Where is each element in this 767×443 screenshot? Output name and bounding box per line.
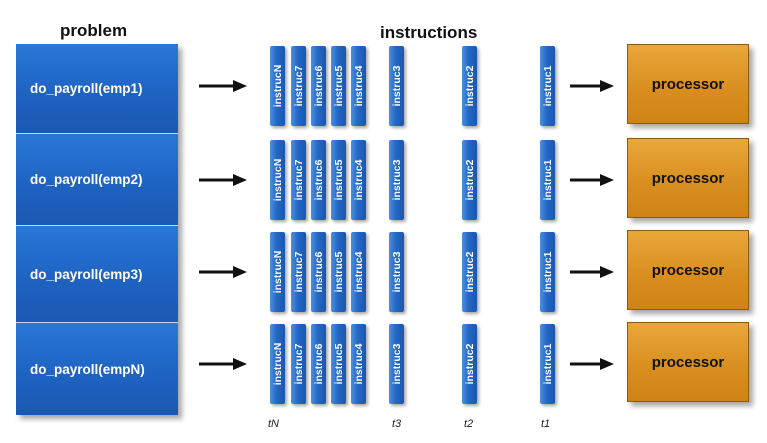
instruction-label: instruc4 <box>352 343 365 385</box>
instruction-label: instrucN <box>271 158 284 202</box>
instruction-label: instruc2 <box>463 65 476 107</box>
instruction-label: instruc3 <box>390 251 403 293</box>
problem-column: do_payroll(emp1) do_payroll(emp2) do_pay… <box>16 44 178 415</box>
instruction-label: instruc1 <box>541 251 554 293</box>
processor-box: processor <box>627 44 749 124</box>
instruction-block: instruc1 <box>540 46 555 126</box>
instruction-block: instruc6 <box>311 232 326 312</box>
instruction-block: instrucN <box>270 232 285 312</box>
instruction-label: instrucN <box>271 64 284 108</box>
instruction-block: instruc3 <box>389 324 404 404</box>
instruction-label: instruc6 <box>312 65 325 107</box>
output-arrow-3 <box>570 266 614 278</box>
time-label-t3: t3 <box>392 418 402 430</box>
input-arrow-4 <box>199 358 247 370</box>
instruction-label: instruc7 <box>292 65 305 107</box>
instruction-label: instruc6 <box>312 159 325 201</box>
instruction-block: instruc3 <box>389 140 404 220</box>
instruction-block: instruc4 <box>351 324 366 404</box>
instruction-block: instruc2 <box>462 140 477 220</box>
problem-row-3: do_payroll(emp3) <box>16 226 178 323</box>
instruction-label: instruc7 <box>292 251 305 293</box>
processor-box: processor <box>627 230 749 310</box>
problem-row-4: do_payroll(empN) <box>16 323 178 415</box>
instruction-label: instruc5 <box>332 65 345 107</box>
instruction-block: instruc5 <box>331 232 346 312</box>
instruction-label: instruc3 <box>390 343 403 385</box>
processor-box: processor <box>627 138 749 218</box>
problem-label-3: do_payroll(emp3) <box>30 266 143 282</box>
problem-row-1: do_payroll(emp1) <box>16 44 178 134</box>
instruction-block: instruc6 <box>311 324 326 404</box>
instructions-header: instructions <box>380 23 478 42</box>
instruction-label: instruc5 <box>332 159 345 201</box>
time-label-t2: t2 <box>464 418 474 430</box>
processor-label: processor <box>651 261 725 279</box>
problem-label-4: do_payroll(empN) <box>30 361 145 377</box>
instruction-block: instruc7 <box>291 46 306 126</box>
instruction-block: instruc7 <box>291 140 306 220</box>
output-arrow-1 <box>570 80 614 92</box>
instruction-label: instruc1 <box>541 65 554 107</box>
problem-label-2: do_payroll(emp2) <box>30 172 143 187</box>
input-arrow-3 <box>199 266 247 278</box>
instruction-block: instrucN <box>270 46 285 126</box>
instruction-block: instruc4 <box>351 46 366 126</box>
instruction-label: instrucN <box>271 342 284 386</box>
instruction-label: instruc5 <box>332 343 345 385</box>
instruction-label: instruc1 <box>541 343 554 385</box>
instruction-block: instruc5 <box>331 324 346 404</box>
instruction-block: instruc2 <box>462 232 477 312</box>
instruction-label: instruc6 <box>312 343 325 385</box>
input-arrow-2 <box>199 174 247 186</box>
instruction-label: instruc2 <box>463 343 476 385</box>
instruction-block: instruc6 <box>311 140 326 220</box>
instruction-label: instruc4 <box>352 159 365 201</box>
instruction-label: instruc2 <box>463 159 476 201</box>
instruction-block: instruc5 <box>331 140 346 220</box>
problem-header: problem <box>60 21 128 40</box>
instruction-label: instruc4 <box>352 65 365 107</box>
instruction-label: instruc6 <box>312 251 325 293</box>
instruction-label: instruc5 <box>332 251 345 293</box>
instruction-block: instruc7 <box>291 324 306 404</box>
instruction-block: instruc1 <box>540 140 555 220</box>
problem-label-1: do_payroll(emp1) <box>30 81 143 96</box>
instruction-label: instruc3 <box>390 159 403 201</box>
instruction-block: instruc1 <box>540 324 555 404</box>
instruction-block: instruc4 <box>351 232 366 312</box>
instruction-block: instrucN <box>270 324 285 404</box>
instruction-block: instrucN <box>270 140 285 220</box>
instruction-label: instrucN <box>271 250 284 294</box>
time-label-t1: t1 <box>541 418 551 430</box>
instruction-block: instruc5 <box>331 46 346 126</box>
instruction-block: instruc3 <box>389 46 404 126</box>
instruction-block: instruc2 <box>462 324 477 404</box>
instruction-block: instruc3 <box>389 232 404 312</box>
instruction-label: instruc1 <box>541 159 554 201</box>
instruction-label: instruc4 <box>352 251 365 293</box>
input-arrow-1 <box>199 80 247 92</box>
processor-box: processor <box>627 322 749 402</box>
instruction-block: instruc7 <box>291 232 306 312</box>
problem-row-2: do_payroll(emp2) <box>16 134 178 226</box>
instruction-block: instruc6 <box>311 46 326 126</box>
instruction-block: instruc2 <box>462 46 477 126</box>
processor-label: processor <box>651 169 725 187</box>
instruction-label: instruc7 <box>292 159 305 201</box>
time-label-tN: tN <box>268 418 279 430</box>
processor-label: processor <box>651 75 725 93</box>
instruction-block: instruc1 <box>540 232 555 312</box>
processor-label: processor <box>651 353 725 371</box>
output-arrow-4 <box>570 358 614 370</box>
output-arrow-2 <box>570 174 614 186</box>
instruction-label: instruc2 <box>463 251 476 293</box>
instruction-block: instruc4 <box>351 140 366 220</box>
instruction-label: instruc7 <box>292 343 305 385</box>
instruction-label: instruc3 <box>390 65 403 107</box>
